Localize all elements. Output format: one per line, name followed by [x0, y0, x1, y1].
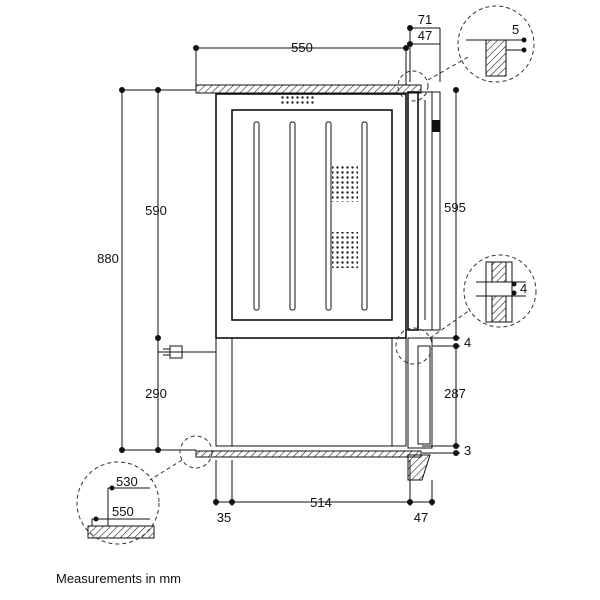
- label-detail-530: 530: [116, 474, 138, 489]
- label-detail-5: 5: [512, 22, 519, 37]
- label-35: 35: [217, 510, 231, 525]
- detail-callout-top: 5: [397, 5, 535, 102]
- vent-grill-lower: [332, 232, 358, 268]
- label-71: 71: [418, 12, 432, 27]
- dimension-right-4: 4: [432, 335, 471, 350]
- dimension-left-590: 590: [145, 87, 167, 341]
- label-detail-550: 550: [112, 504, 134, 519]
- label-3: 3: [464, 443, 471, 458]
- vent-grill-upper: [332, 166, 358, 202]
- bottom-shelf: [195, 450, 431, 481]
- label-290: 290: [145, 386, 167, 401]
- measurements-caption: Measurements in mm: [56, 571, 181, 586]
- label-595: 595: [444, 200, 466, 215]
- dimension-bottom: 35 514 47: [213, 460, 435, 525]
- detail-callout-bottom: 530 550: [76, 435, 213, 545]
- oven-door: [407, 91, 441, 449]
- dimension-left-290: 290: [145, 338, 167, 453]
- detail-callout-middle: 4: [395, 254, 537, 365]
- label-550: 550: [291, 40, 313, 55]
- appliance-body: [215, 93, 407, 447]
- label-detail-4: 4: [520, 281, 527, 296]
- label-47-bottom: 47: [414, 510, 428, 525]
- power-cord: [158, 345, 216, 359]
- dimension-right-3: 3: [422, 443, 471, 458]
- dimension-top-550: 550: [193, 40, 409, 85]
- worktop: [195, 84, 422, 94]
- dimension-right-595: 595: [444, 87, 466, 338]
- label-47-top: 47: [418, 28, 432, 43]
- dimension-left-880: 880: [97, 87, 196, 453]
- vent-grill-top: [280, 96, 316, 106]
- dimension-right-287: 287: [444, 346, 466, 446]
- label-514: 514: [310, 495, 332, 510]
- label-880: 880: [97, 251, 119, 266]
- label-4: 4: [464, 335, 471, 350]
- oven-rails: [253, 121, 368, 311]
- label-287: 287: [444, 386, 466, 401]
- label-590: 590: [145, 203, 167, 218]
- dimension-top-right: 71 47: [407, 12, 441, 82]
